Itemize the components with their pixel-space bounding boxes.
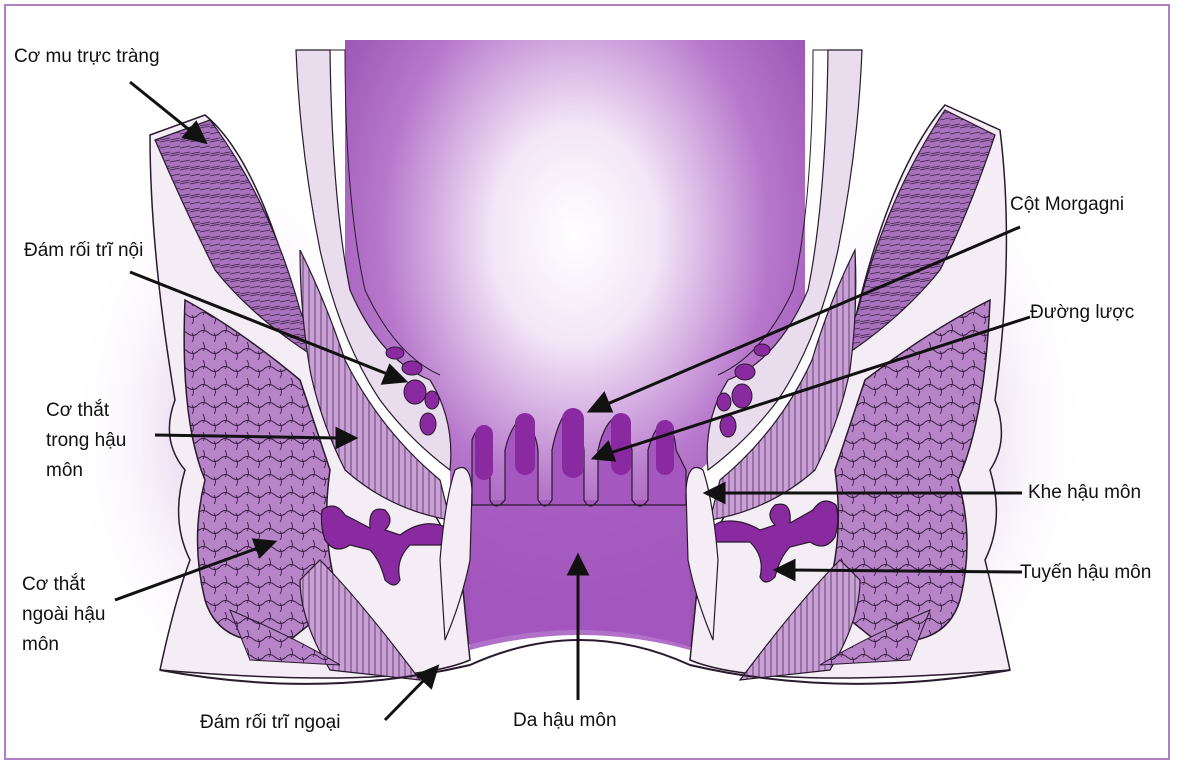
arrow-anal-skin [566, 552, 590, 700]
left-wall [149, 49, 473, 681]
label-anal-crypt: Khe hậu môn [1028, 482, 1142, 503]
arrow-morgagni [586, 225, 1021, 413]
arrow-external-sphincter [114, 538, 278, 602]
arrow-anal-crypt [702, 481, 1022, 505]
arrow-internal-plexus [129, 270, 409, 385]
label-columns-of-morgagni: Cột Morgagni [1010, 194, 1125, 215]
arrow-anal-gland [772, 558, 1023, 582]
perianal-skin [159, 639, 1011, 685]
columns-of-morgagni [471, 408, 687, 507]
label-external-sphincter: Cơ thắt ngoài hậu môn [22, 574, 106, 655]
diagram-border [4, 4, 1170, 760]
label-puborectalis: Cơ mu trực tràng [14, 46, 160, 67]
left-internal-plexus [385, 346, 440, 436]
label-internal-sphincter: Cơ thắt trong hậu môn [46, 400, 127, 481]
label-anal-skin: Da hậu môn [513, 710, 617, 731]
arrow-internal-sphincter [154, 426, 359, 450]
label-internal-hemorrhoid-plexus: Đám rối trĩ nội [24, 240, 144, 261]
arrow-dentate-line [590, 315, 1031, 462]
arrow-puborectalis [129, 80, 208, 145]
right-internal-plexus [716, 343, 771, 438]
arrow-external-plexus [383, 664, 440, 722]
right-wall [685, 49, 1011, 681]
label-anal-gland: Tuyến hậu môn [1020, 562, 1152, 583]
label-external-hemorrhoid-plexus: Đám rối trĩ ngoại [200, 712, 341, 733]
label-dentate-line: Đường lược [1030, 302, 1135, 323]
